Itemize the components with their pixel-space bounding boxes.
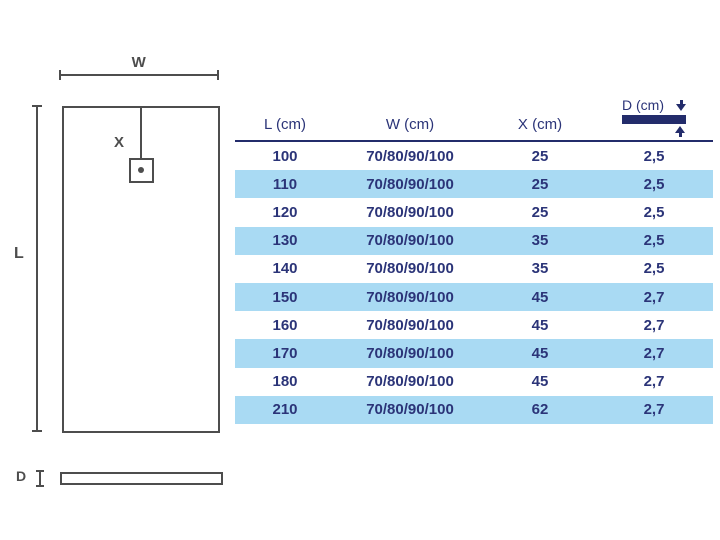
table-row: 170 70/80/90/100 45 2,7 (235, 339, 713, 368)
length-dimension-label: L (14, 245, 25, 262)
cell-length: 110 (272, 175, 298, 193)
cell-length: 100 (272, 147, 298, 165)
cell-width: 70/80/90/100 (366, 232, 454, 250)
cell-x: 35 (531, 260, 549, 278)
dimension-table: L (cm) W (cm) X (cm) D (cm) 100 70/80 (235, 88, 713, 424)
table-row: 130 70/80/90/100 35 2,5 (235, 226, 713, 255)
cell-depth: 2,7 (643, 316, 665, 334)
cell-x: 25 (531, 203, 549, 221)
table-row: 100 70/80/90/100 25 2,5 (235, 142, 713, 170)
tray-side-profile-outline (60, 472, 223, 485)
table-header-rule (235, 140, 713, 142)
drain-position-label: X (114, 134, 125, 151)
depth-header-label: D (cm) (622, 97, 664, 113)
cell-depth: 2,7 (643, 401, 665, 419)
cell-depth: 2,5 (643, 147, 665, 165)
cell-depth: 2,7 (643, 344, 665, 362)
cell-length: 140 (272, 260, 298, 278)
table-row: 150 70/80/90/100 45 2,7 (235, 282, 713, 312)
table-header-row: L (cm) W (cm) X (cm) D (cm) (235, 88, 713, 140)
table-row: 160 70/80/90/100 45 2,7 (235, 311, 713, 339)
width-dimension-tick-left (59, 70, 61, 80)
cell-width: 70/80/90/100 (366, 288, 454, 306)
cell-width: 70/80/90/100 (366, 175, 454, 193)
cell-x: 45 (531, 344, 549, 362)
cell-x: 62 (531, 401, 549, 419)
length-dimension-tick-top (32, 105, 42, 107)
cell-x: 25 (531, 175, 549, 193)
cell-length: 120 (272, 203, 298, 221)
cell-x: 35 (531, 232, 549, 250)
cell-depth: 2,7 (643, 288, 665, 306)
cell-length: 150 (272, 288, 298, 306)
cell-width: 70/80/90/100 (366, 401, 454, 419)
cell-width: 70/80/90/100 (366, 147, 454, 165)
table-header-x: X (cm) (517, 116, 563, 133)
depth-arrow-up-icon (675, 126, 685, 137)
cell-x: 25 (531, 147, 549, 165)
table-header-length: L (cm) (264, 116, 306, 133)
cell-x: 45 (531, 373, 549, 391)
cell-x: 45 (531, 288, 549, 306)
table-row: 110 70/80/90/100 25 2,5 (235, 170, 713, 199)
cell-width: 70/80/90/100 (366, 203, 454, 221)
depth-arrow-down-icon (676, 99, 686, 111)
cell-width: 70/80/90/100 (366, 373, 454, 391)
depth-dimension-tick (36, 470, 44, 487)
cell-length: 210 (272, 401, 298, 419)
cell-length: 180 (272, 373, 298, 391)
cell-length: 160 (272, 316, 298, 334)
cell-depth: 2,5 (643, 232, 665, 250)
length-dimension-line (36, 106, 38, 432)
table-row: 210 70/80/90/100 62 2,7 (235, 395, 713, 424)
cell-depth: 2,5 (643, 203, 665, 221)
cell-width: 70/80/90/100 (366, 316, 454, 334)
table-body: 100 70/80/90/100 25 2,5 110 70/80/90/100… (235, 142, 713, 424)
table-row: 180 70/80/90/100 45 2,7 (235, 368, 713, 396)
length-dimension-tick-bottom (32, 430, 42, 432)
width-dimension-tick-right (217, 70, 219, 80)
drain-center-line (140, 108, 142, 170)
cell-width: 70/80/90/100 (366, 344, 454, 362)
cell-depth: 2,5 (643, 175, 665, 193)
table-header-depth: D (cm) (595, 97, 713, 140)
table-header-width: W (cm) (385, 116, 435, 133)
cell-x: 45 (531, 316, 549, 334)
cell-width: 70/80/90/100 (366, 260, 454, 278)
width-dimension-label: W (131, 54, 147, 71)
table-row: 120 70/80/90/100 25 2,5 (235, 198, 713, 226)
cell-length: 130 (272, 232, 298, 250)
depth-bar-icon (622, 115, 686, 124)
drain-center-dot (138, 167, 144, 173)
depth-header-icon-group: D (cm) (622, 97, 686, 137)
cell-depth: 2,5 (643, 260, 665, 278)
width-dimension-line (60, 74, 218, 76)
cell-depth: 2,7 (643, 373, 665, 391)
depth-dimension-label: D (16, 468, 27, 484)
table-row: 140 70/80/90/100 35 2,5 (235, 255, 713, 283)
cell-length: 170 (272, 344, 298, 362)
